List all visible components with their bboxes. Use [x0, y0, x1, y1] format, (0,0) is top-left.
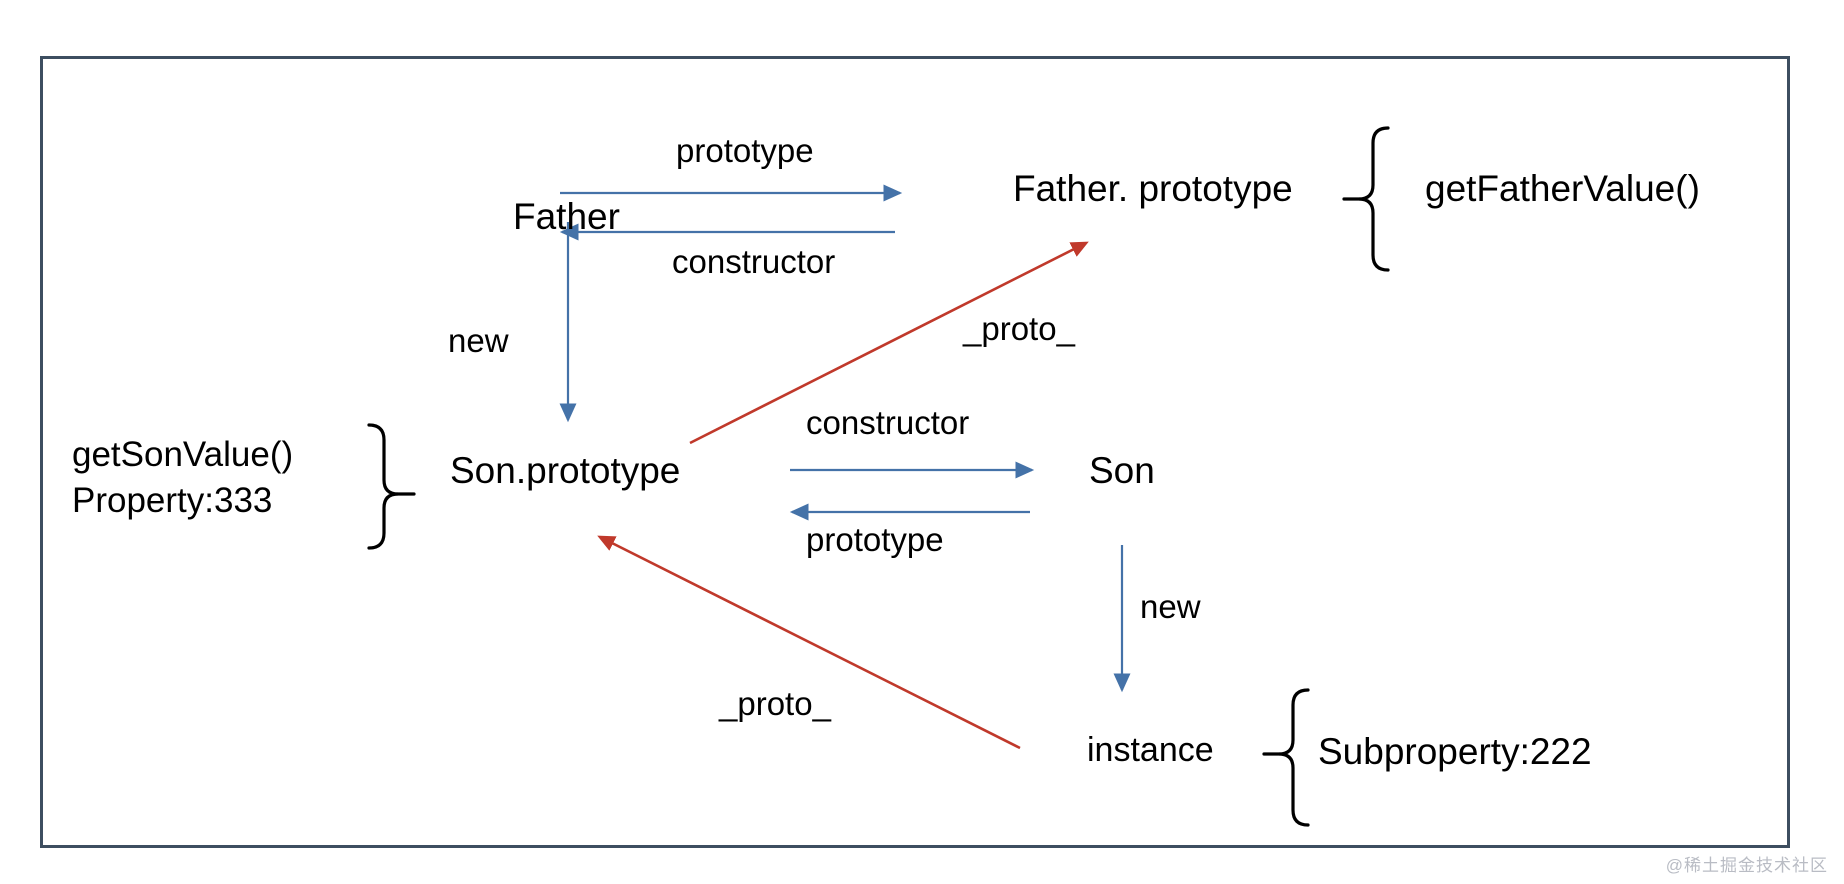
watermark: @稀土掘金技术社区 — [1665, 856, 1828, 875]
edge-label-proto-lower: _proto_ — [719, 685, 831, 722]
edge-label-father-constructor: constructor — [672, 243, 836, 280]
members-instance: Subproperty:222 — [1318, 731, 1592, 772]
diagram-frame — [40, 56, 1790, 848]
member-line: getSonValue() — [72, 435, 294, 474]
node-instance[interactable]: instance — [1087, 731, 1214, 769]
edge-label-father-prototype: prototype — [676, 132, 814, 169]
edge-label-son-prototype: prototype — [806, 521, 944, 558]
members-son-prototype: getSonValue() Property:333 — [72, 432, 293, 523]
edge-label-son-new: new — [1140, 588, 1201, 625]
node-father[interactable]: Father — [513, 196, 620, 237]
node-father-prototype[interactable]: Father. prototype — [1013, 168, 1293, 209]
edge-label-proto-upper: _proto_ — [963, 310, 1075, 347]
member-line: Property:333 — [72, 480, 273, 520]
members-father-prototype: getFatherValue() — [1425, 168, 1700, 209]
edge-label-son-constructor: constructor — [806, 404, 970, 441]
edge-label-father-new: new — [448, 322, 509, 359]
node-son[interactable]: Son — [1089, 450, 1155, 491]
node-son-prototype[interactable]: Son.prototype — [450, 450, 681, 491]
